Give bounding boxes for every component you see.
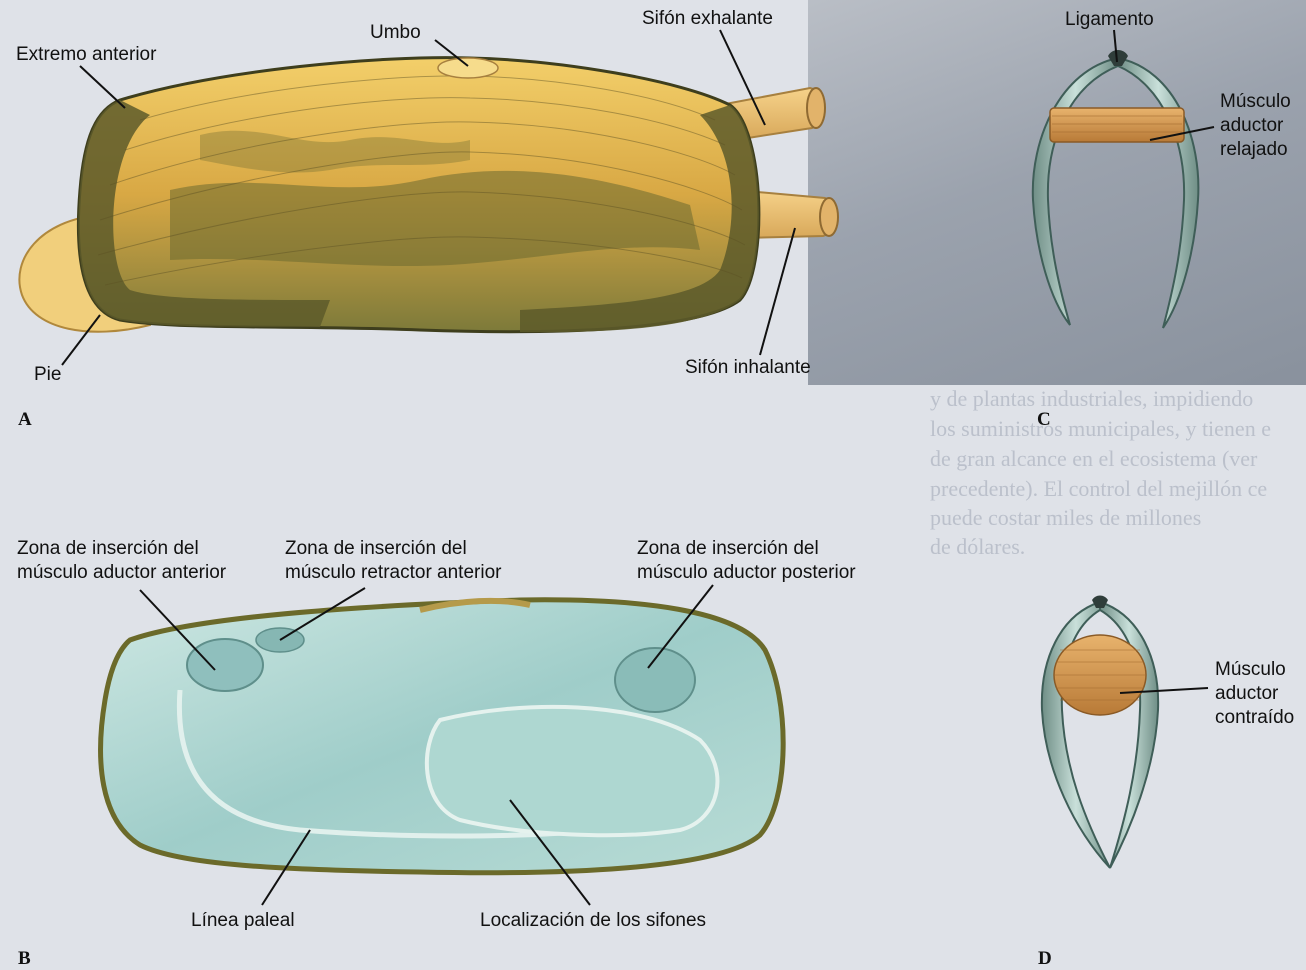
label-sifon-inhalante: Sifón inhalante bbox=[685, 356, 811, 379]
label-musculo-contraido-2: aductor bbox=[1215, 682, 1278, 705]
valve-right-c bbox=[1118, 58, 1198, 328]
panel-letter-c: C bbox=[1037, 409, 1051, 431]
label-musculo-relajado-2: aductor bbox=[1220, 114, 1283, 137]
scar-adductor-anterior bbox=[187, 639, 263, 691]
label-linea-paleal: Línea paleal bbox=[191, 909, 295, 932]
panel-letter-a: A bbox=[18, 409, 32, 431]
label-pie: Pie bbox=[34, 363, 61, 386]
label-zona-aductor-anterior-2: músculo aductor anterior bbox=[17, 561, 226, 584]
panel-b-valve bbox=[101, 600, 784, 873]
label-musculo-contraido-1: Músculo bbox=[1215, 658, 1286, 681]
umbo bbox=[438, 58, 498, 78]
label-zona-retractor-anterior-2: músculo retractor anterior bbox=[285, 561, 501, 584]
label-zona-aductor-posterior-2: músculo aductor posterior bbox=[637, 561, 856, 584]
label-localizacion-sifones: Localización de los sifones bbox=[480, 909, 706, 932]
label-zona-retractor-anterior-1: Zona de inserción del bbox=[285, 537, 467, 560]
valve-left-c bbox=[1033, 58, 1118, 325]
label-zona-aductor-anterior-1: Zona de inserción del bbox=[17, 537, 199, 560]
siphon-region bbox=[427, 707, 718, 835]
label-umbo: Umbo bbox=[370, 21, 421, 44]
label-ligamento: Ligamento bbox=[1065, 8, 1154, 31]
label-musculo-relajado-3: relajado bbox=[1220, 138, 1288, 161]
panel-letter-d: D bbox=[1038, 948, 1052, 970]
label-zona-aductor-posterior-1: Zona de inserción del bbox=[637, 537, 819, 560]
panel-a-shell bbox=[19, 58, 838, 333]
panel-letter-b: B bbox=[18, 948, 31, 970]
label-musculo-contraido-3: contraído bbox=[1215, 706, 1294, 729]
label-extremo-anterior: Extremo anterior bbox=[16, 43, 156, 66]
label-sifon-exhalante: Sifón exhalante bbox=[642, 7, 773, 30]
label-musculo-relajado-1: Músculo bbox=[1220, 90, 1291, 113]
panel-c-cross-section bbox=[1033, 50, 1199, 328]
panel-d-cross-section bbox=[1042, 596, 1158, 869]
